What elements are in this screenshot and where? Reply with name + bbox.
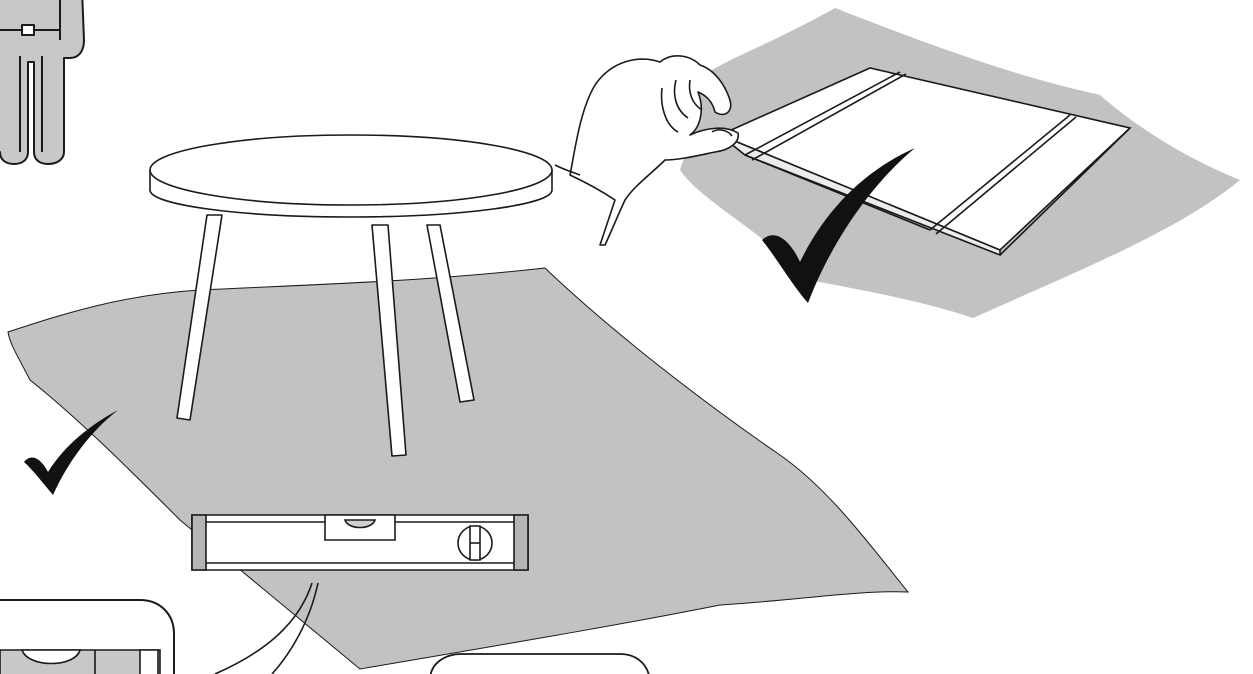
board-edge-right: [1000, 128, 1130, 255]
blank-callout-frame: [430, 654, 650, 674]
checkmark-large: [762, 148, 915, 303]
table-leg-left: [177, 215, 222, 420]
board-seam: [936, 117, 1076, 234]
thumb-nail: [712, 130, 732, 136]
callout-pointer: [272, 583, 318, 674]
board-seam: [930, 115, 1070, 230]
person-partial: [0, 0, 84, 164]
board-seam: [745, 155, 930, 230]
table-leg-front: [372, 225, 406, 456]
checkmark-small: [24, 410, 118, 495]
board-seam: [752, 74, 906, 160]
spirit-level: [192, 515, 528, 570]
table-leg-back: [427, 225, 474, 402]
finger-line: [675, 80, 689, 118]
hand-illustration: [555, 56, 738, 245]
level-end-cap-right: [514, 515, 528, 570]
board-seam: [745, 72, 900, 155]
wrist-line: [555, 165, 580, 175]
belt-buckle-icon: [22, 25, 34, 35]
round-side-table: [150, 135, 552, 456]
finger-line: [690, 80, 703, 110]
level-bubble: [345, 520, 375, 528]
callout-pointer: [215, 583, 312, 674]
floor-mat: [8, 268, 908, 669]
table-top: [150, 135, 552, 205]
person-inner-line: [20, 0, 60, 152]
detail-end-cap: [140, 650, 158, 674]
finger-line: [662, 88, 678, 132]
level-detail-callout: [0, 600, 174, 674]
hand-outline: [570, 56, 738, 245]
detail-vial: [22, 650, 80, 664]
level-end-cap-left: [192, 515, 206, 570]
